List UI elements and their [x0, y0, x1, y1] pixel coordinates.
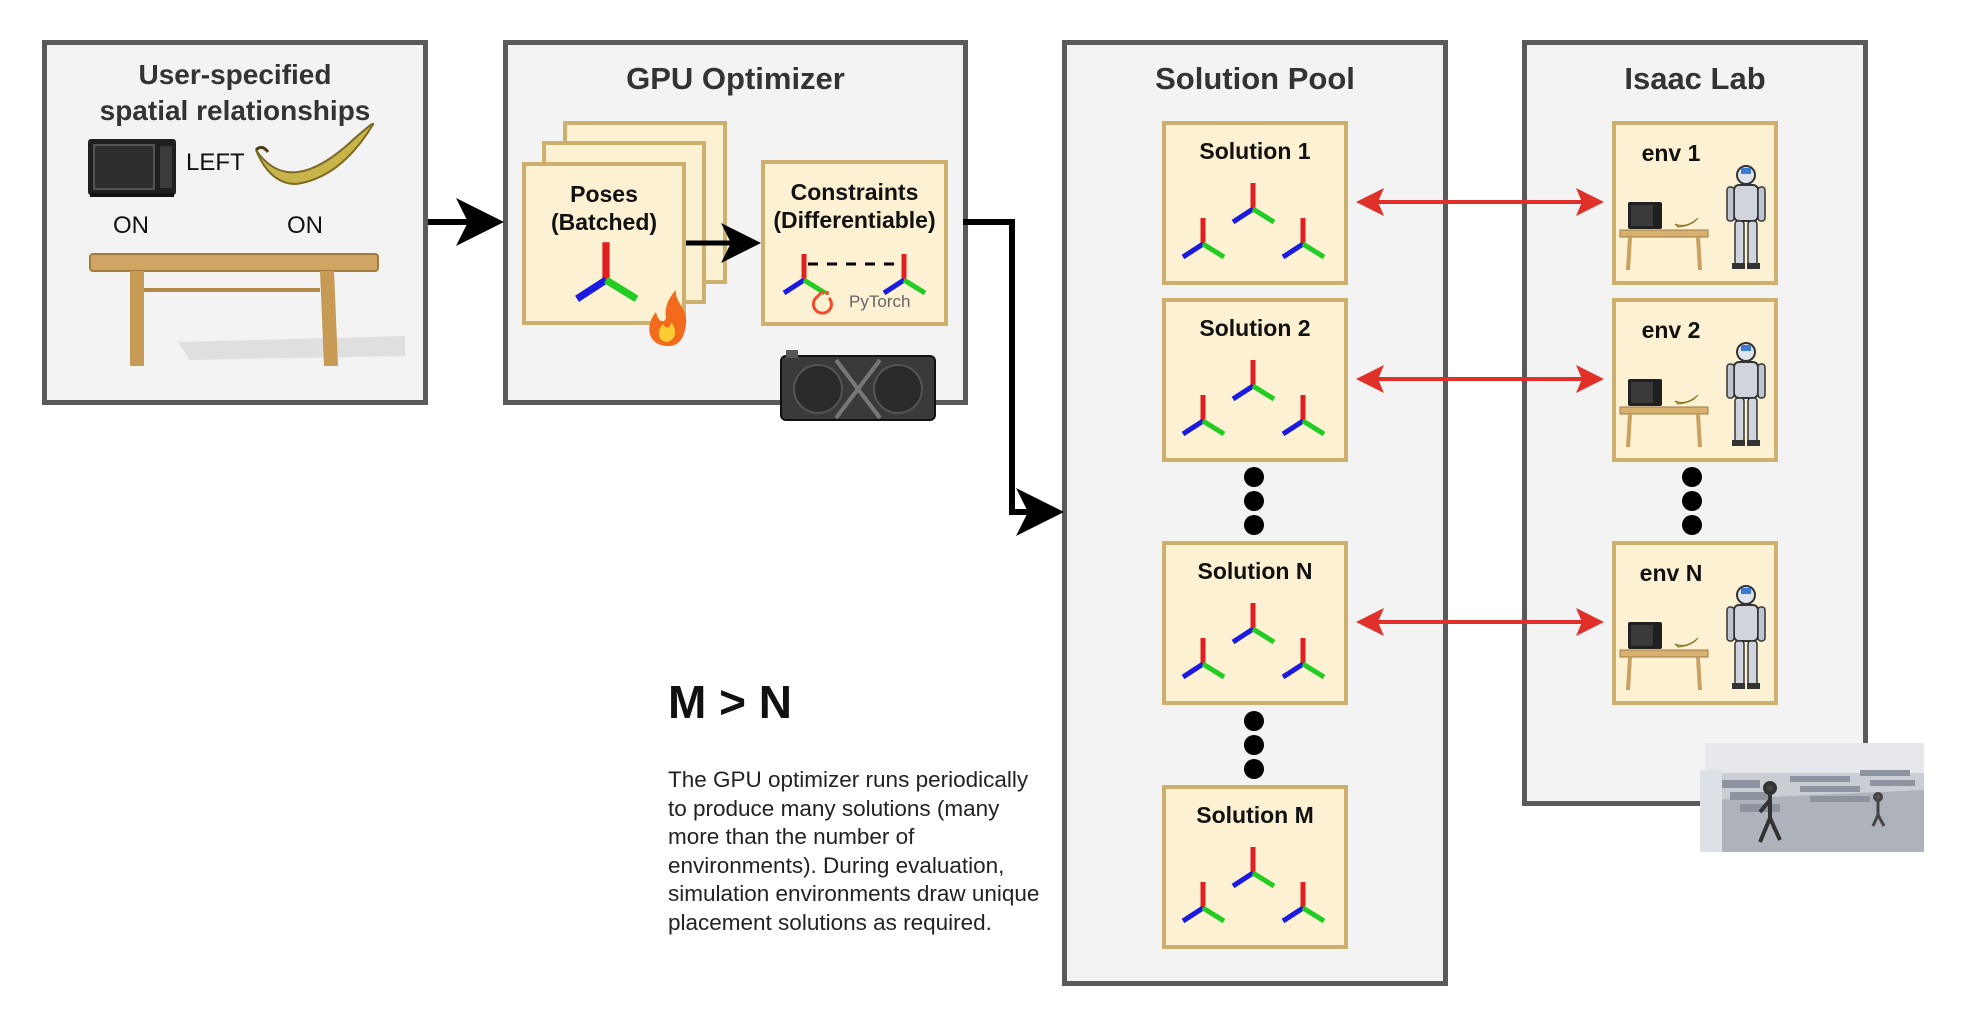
spatial-title-line1: User-specified: [138, 59, 332, 90]
poses-title-line1: Poses: [570, 181, 638, 207]
env-card-n: env N: [1612, 541, 1778, 705]
env-card-1: env 1: [1612, 121, 1778, 285]
constraints-card: Constraints (Differentiable) PyTorch: [761, 160, 948, 326]
gpu-optimizer-title: GPU Optimizer: [626, 61, 845, 96]
solution-card-label: Solution 1: [1199, 138, 1311, 164]
isaac-lab-title: Isaac Lab: [1624, 61, 1766, 96]
env-card-label: env N: [1639, 560, 1703, 586]
note-body: The GPU optimizer runs periodically to p…: [668, 767, 1040, 935]
env-card-2: env 2: [1612, 298, 1778, 462]
solution-pool-title: Solution Pool: [1155, 61, 1355, 96]
solution-card-label: Solution N: [1197, 558, 1313, 584]
note-heading: M > N: [668, 676, 792, 728]
solution-card-label: Solution 2: [1199, 315, 1311, 341]
env-card-label: env 1: [1641, 140, 1701, 166]
solution-card-label: Solution M: [1196, 802, 1314, 828]
solution-card-m: Solution M: [1162, 785, 1348, 949]
poses-card: Poses (Batched): [522, 162, 686, 325]
arrow-gpu-to-pool: [963, 219, 1064, 536]
constraints-title-line2: (Differentiable): [773, 207, 936, 233]
solution-card-n: Solution N: [1162, 541, 1348, 705]
pytorch-label: PyTorch: [849, 292, 911, 311]
constraints-title-line1: Constraints: [790, 179, 919, 205]
env-card-label: env 2: [1641, 317, 1701, 343]
solution-card-2: Solution 2: [1162, 298, 1348, 462]
spatial-title-line2: spatial relationships: [99, 95, 371, 126]
poses-title-line2: (Batched): [550, 209, 658, 235]
solution-card-1: Solution 1: [1162, 121, 1348, 285]
spatial-relationships-panel: User-specified spatial relationships: [42, 40, 428, 405]
